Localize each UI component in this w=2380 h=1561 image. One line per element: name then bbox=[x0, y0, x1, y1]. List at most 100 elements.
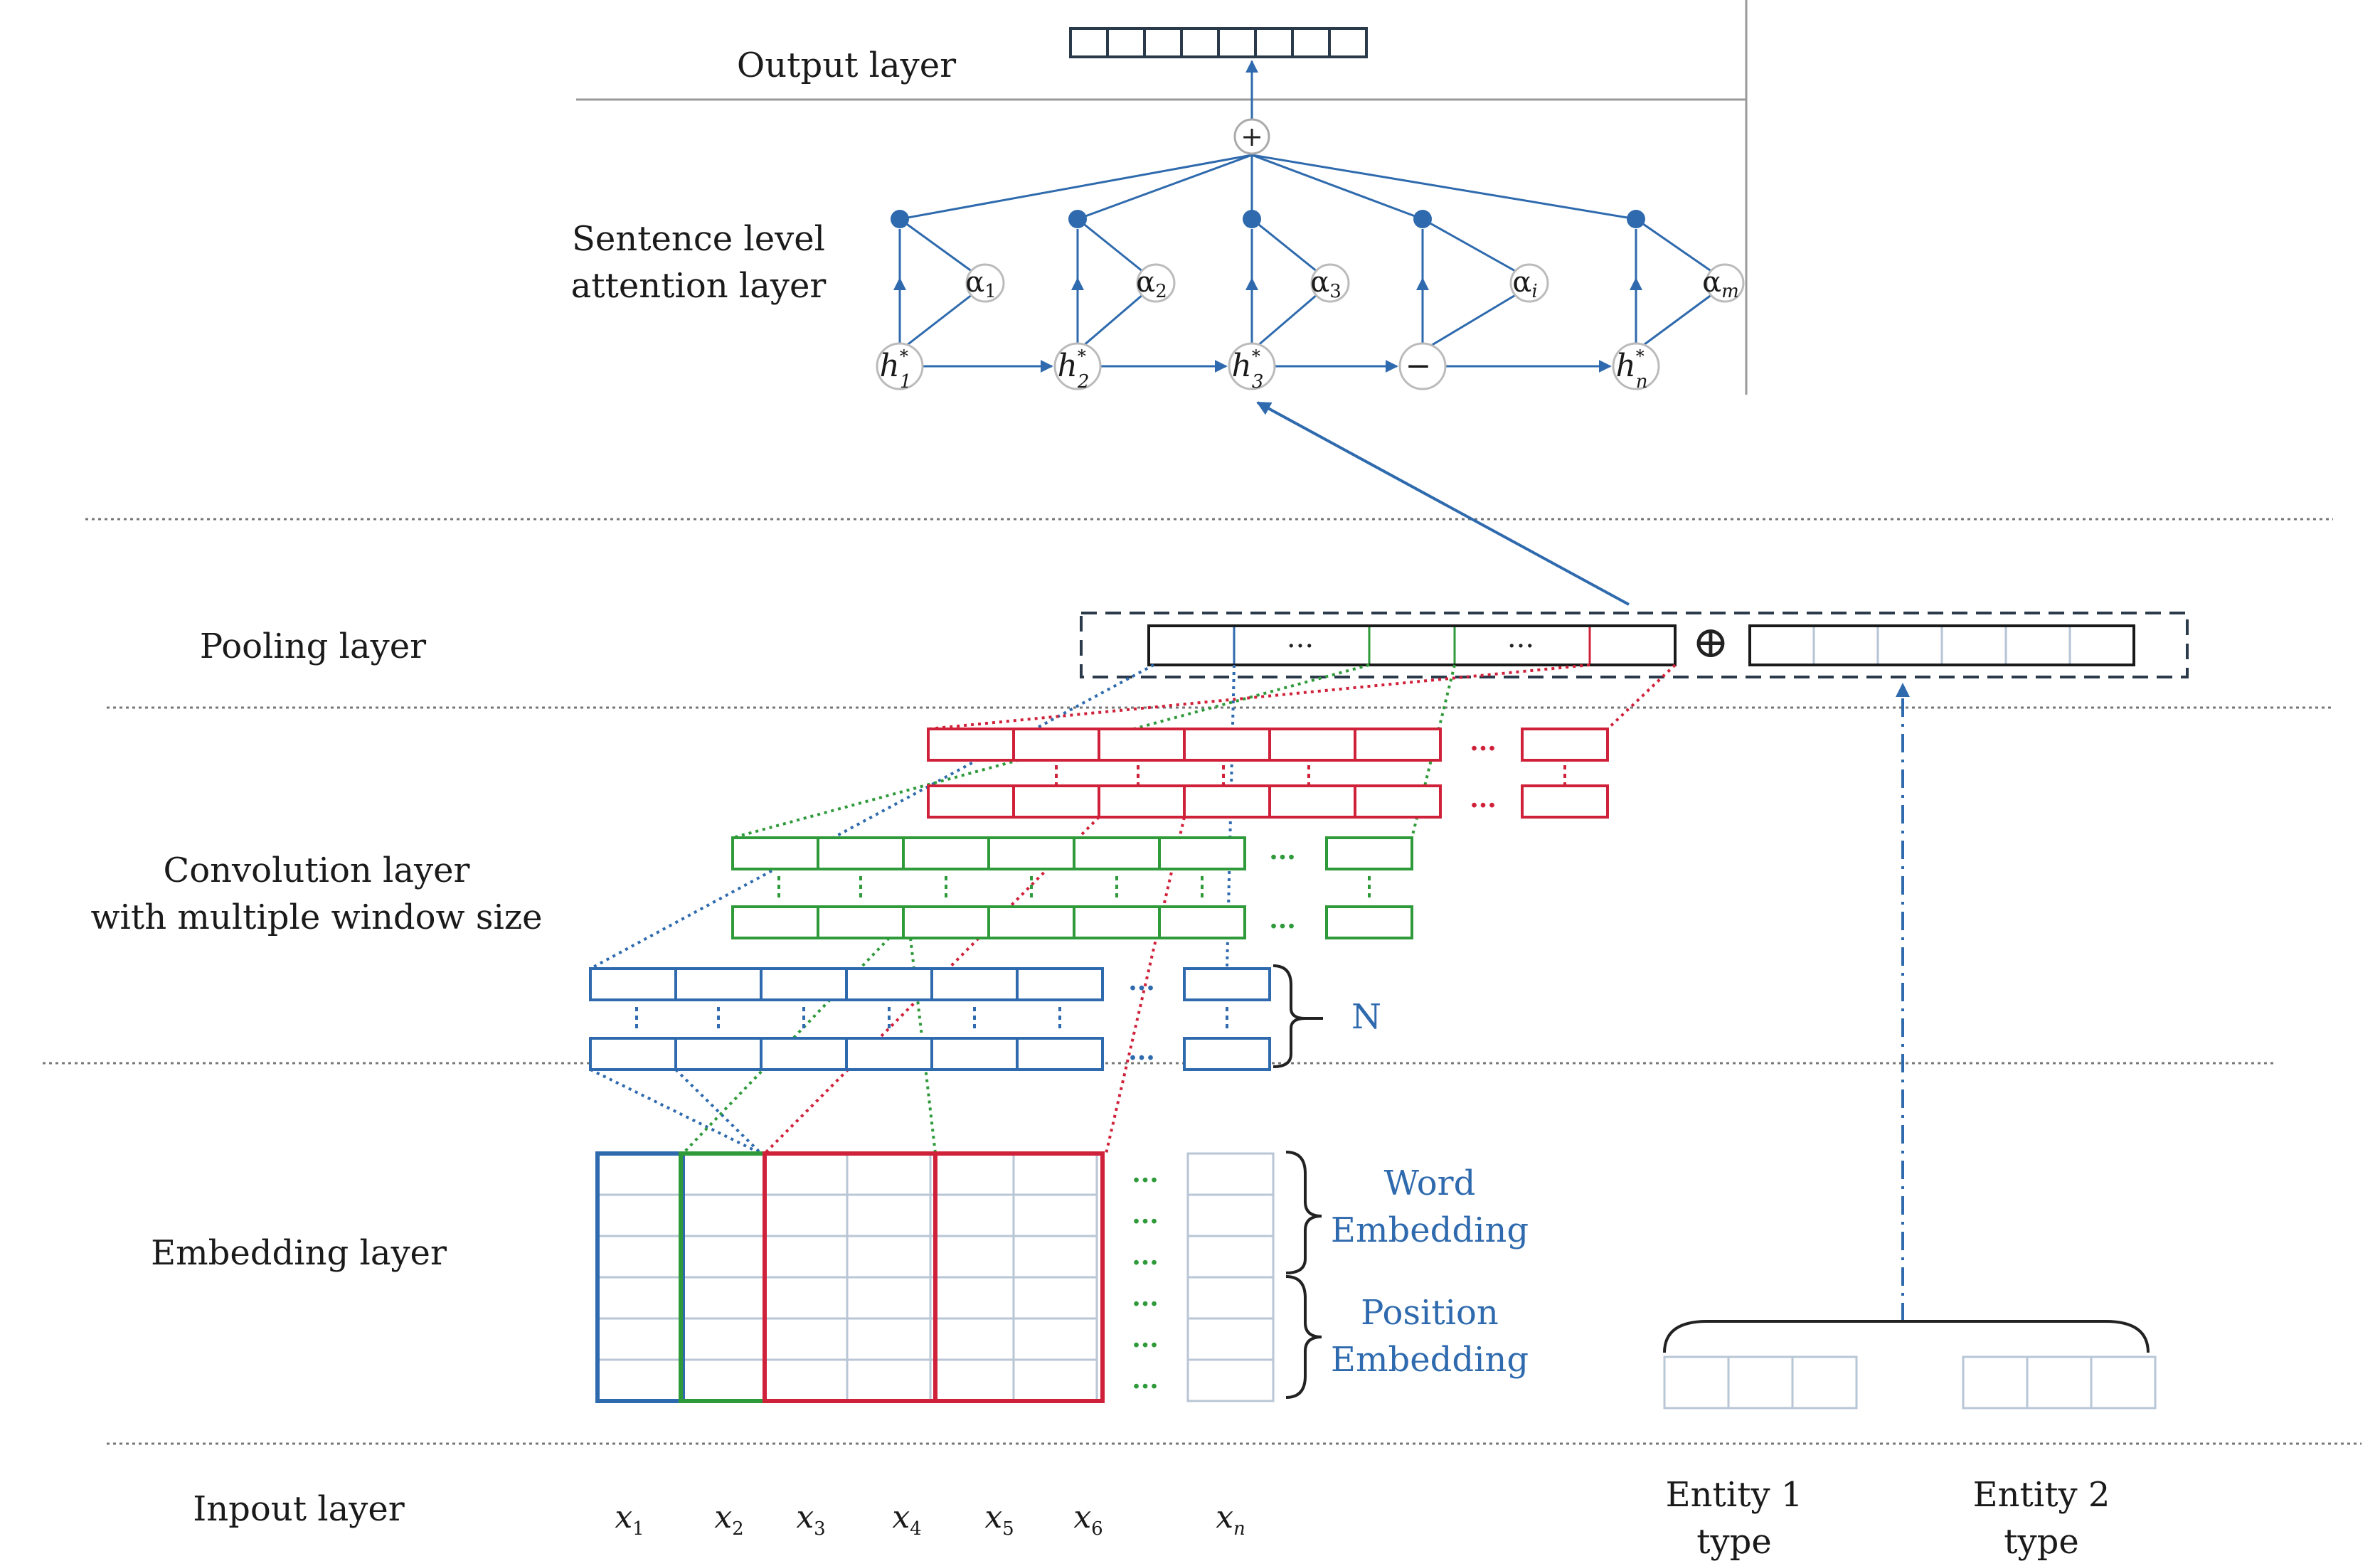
vertical-dots bbox=[945, 885, 947, 889]
layer-labels: Output layer Sentence level attention la… bbox=[90, 46, 956, 1529]
vertical-dots bbox=[1055, 782, 1058, 787]
vertical-dots bbox=[1058, 1024, 1061, 1028]
entity-bracket bbox=[1663, 1320, 2150, 1353]
edge-h-to-alpha bbox=[1251, 293, 1318, 352]
vertical-dots bbox=[1058, 1007, 1061, 1011]
attention-dot bbox=[1243, 210, 1261, 228]
vertical-dots bbox=[973, 1024, 976, 1028]
red-map-bottom-cell bbox=[1012, 784, 1100, 819]
embedding-cell bbox=[846, 1358, 932, 1402]
up-arrowhead bbox=[1071, 277, 1084, 290]
input-token: x5 bbox=[984, 1499, 1014, 1540]
edge-to-sum bbox=[1251, 154, 1637, 220]
embedding-cell bbox=[596, 1276, 682, 1320]
pooling-block: ... ... ⊕ bbox=[1080, 612, 2189, 678]
vertical-dots bbox=[717, 1007, 720, 1011]
vertical-dots bbox=[1307, 765, 1310, 769]
vertical-dots bbox=[1201, 893, 1204, 897]
vertical-dots bbox=[1222, 774, 1225, 778]
sum-node bbox=[1233, 118, 1270, 155]
input-token: x2 bbox=[714, 1499, 743, 1540]
vertical-dots bbox=[1030, 876, 1033, 880]
embedding-last-cell bbox=[1186, 1193, 1275, 1237]
red-ellipsis-top: ... bbox=[1470, 727, 1497, 757]
entity-vector-cell bbox=[1812, 624, 1879, 666]
alpha-node bbox=[1509, 263, 1549, 303]
embedding-last-cell bbox=[1186, 1358, 1275, 1402]
pooling-ellipsis-2: ... bbox=[1507, 622, 1534, 654]
vertical-dots bbox=[635, 1007, 638, 1011]
red-map-bottom-cell bbox=[1183, 784, 1271, 819]
hidden-superscript: * bbox=[1252, 346, 1260, 366]
pooling-bg bbox=[1147, 624, 1677, 666]
vertical-dots bbox=[777, 876, 780, 880]
pooling-to-attention-arrow bbox=[1256, 401, 1630, 606]
blue-map-top-cell bbox=[930, 967, 1019, 1001]
entity2-cell bbox=[2026, 1355, 2093, 1410]
embedding-cell bbox=[763, 1358, 849, 1402]
vertical-dots bbox=[1201, 876, 1204, 880]
embedding-cell bbox=[596, 1152, 682, 1196]
blue-map-top-cell bbox=[845, 967, 933, 1001]
vertical-dots bbox=[1137, 774, 1139, 778]
concat-symbol: ⊕ bbox=[1692, 616, 1729, 668]
red-map-top-cell bbox=[1354, 728, 1442, 762]
word-embedding-brace bbox=[1285, 1151, 1322, 1274]
output-cell bbox=[1180, 27, 1220, 58]
output-cell bbox=[1328, 27, 1368, 58]
vertical-dots bbox=[802, 1024, 805, 1028]
hidden-node bbox=[1228, 342, 1276, 390]
vertical-dots bbox=[945, 876, 947, 880]
attention-dot bbox=[1413, 210, 1432, 228]
entity-vector-cell bbox=[2068, 624, 2135, 666]
blue-map-bottom-cell bbox=[845, 1037, 933, 1071]
entity-embedding-boxes bbox=[1663, 1355, 2157, 1410]
blue-map-bottom-cell bbox=[760, 1037, 848, 1071]
red-map-top-cell bbox=[1098, 728, 1186, 762]
embedding-ellipsis: ... bbox=[1132, 1241, 1159, 1271]
attention-edges bbox=[893, 154, 1713, 373]
embedding-cell bbox=[763, 1235, 849, 1279]
pooling-ellipsis-1: ... bbox=[1287, 622, 1314, 654]
alpha-node bbox=[1705, 263, 1745, 303]
dotted-connector bbox=[1105, 816, 1186, 1154]
alpha-subscript: i bbox=[1531, 281, 1537, 302]
green-map-bottom-cell bbox=[817, 905, 905, 939]
blue-map-bottom-cell bbox=[930, 1037, 1019, 1071]
blue-ellipsis-bottom: ... bbox=[1128, 1036, 1155, 1066]
vertical-dots bbox=[888, 1007, 891, 1011]
edge-top-to-alpha bbox=[899, 218, 973, 273]
vertical-dots bbox=[1058, 1016, 1061, 1020]
word-embedding-label-line2: Embedding bbox=[1331, 1210, 1529, 1250]
alpha-node bbox=[965, 263, 1005, 303]
vertical-dots bbox=[1137, 765, 1139, 769]
entity2-label-line1: Entity 2 bbox=[1973, 1475, 2110, 1515]
vertical-dots bbox=[635, 1024, 638, 1028]
green-map-top-last-cell bbox=[1325, 836, 1413, 870]
entity2-label-line2: type bbox=[2004, 1522, 2079, 1561]
embedding-ellipsis: ... bbox=[1132, 1282, 1159, 1312]
red-map-bottom-cell bbox=[1098, 784, 1186, 819]
input-token: x6 bbox=[1073, 1499, 1103, 1540]
embedding-matrix: .................. bbox=[595, 1151, 1275, 1403]
embedding-cell bbox=[846, 1235, 932, 1279]
blue-map-top-last-cell bbox=[1183, 967, 1271, 1001]
red-map-bottom-cell bbox=[1268, 784, 1356, 819]
n-label: N bbox=[1351, 997, 1381, 1037]
embedding-cell bbox=[1012, 1358, 1098, 1402]
vertical-dots bbox=[802, 1007, 805, 1011]
vertical-dots bbox=[1368, 885, 1371, 889]
output-layer-label: Output layer bbox=[737, 46, 956, 85]
vertical-dots bbox=[777, 885, 780, 889]
dotted-connector bbox=[1411, 664, 1456, 838]
edge-top-to-alpha bbox=[1077, 218, 1144, 273]
input-token: xn bbox=[1216, 1499, 1245, 1540]
vertical-dots bbox=[802, 1016, 805, 1020]
input-subscript: 4 bbox=[910, 1518, 922, 1540]
embedding-cell bbox=[596, 1193, 682, 1237]
green-map-top-cell bbox=[817, 836, 905, 870]
embedding-cell bbox=[596, 1317, 682, 1361]
green-map-bottom-last-cell bbox=[1325, 905, 1413, 939]
